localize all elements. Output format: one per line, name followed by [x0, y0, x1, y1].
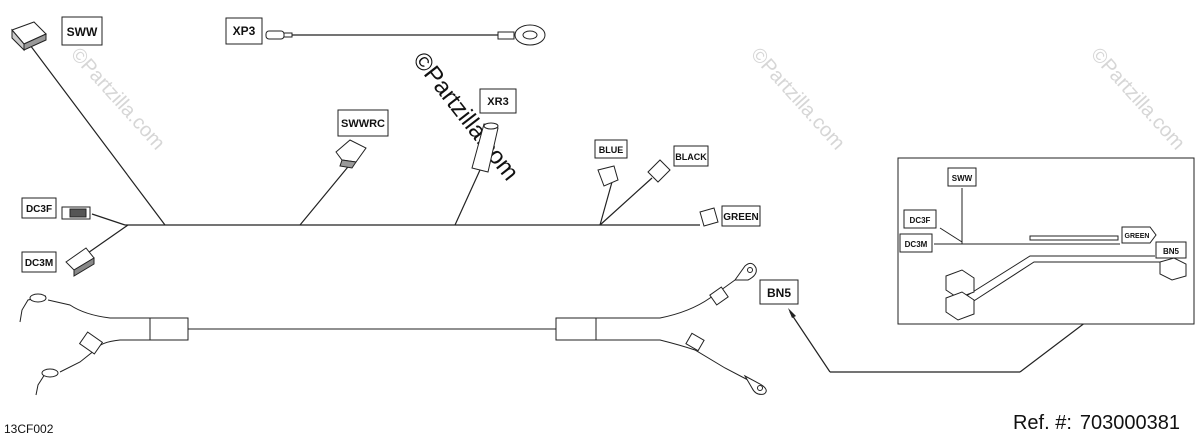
watermarks: ©Partzilla.com ©Partzilla.com ©Partzilla…: [66, 44, 1189, 155]
label-xr3: XR3: [487, 96, 508, 108]
cable-sleeve-right: [555, 317, 597, 341]
watermark-3: ©Partzilla.com: [1086, 44, 1189, 155]
harness-wires: [29, 34, 1161, 373]
swwrc-connector-icon: [335, 139, 367, 169]
detail-label-box-sww: [947, 167, 977, 187]
ref-prefix: Ref. #:: [1012, 412, 1072, 434]
label-xp3: XP3: [233, 24, 256, 38]
right-ring-terminal-1: [734, 262, 757, 281]
detail-hex-lower: [945, 291, 975, 321]
drawing-code: 13CF002: [4, 422, 54, 436]
label-swwrc: SWWRC: [341, 118, 385, 130]
sww-connector-icon: [11, 21, 47, 52]
label-black: BLACK: [675, 152, 707, 162]
detail-label-box-dc3m: [899, 233, 933, 253]
swwrc-branch: [299, 161, 353, 226]
right-boot-lower: [685, 332, 705, 352]
label-box-green: [721, 205, 761, 227]
right-ring-terminal-2: [743, 374, 767, 395]
left-ferrule-1: [29, 293, 47, 303]
blue-connector-icon: [597, 165, 619, 187]
label-box-blue: [594, 139, 628, 159]
blue-branch: [599, 181, 613, 226]
detail-label-box-dc3f: [903, 209, 937, 229]
detail-green-wire: [1029, 235, 1119, 241]
bn5-callout-arrowhead: [788, 308, 796, 318]
label-box-dc3m: [21, 251, 57, 273]
detail-label-green: GREEN: [1125, 233, 1150, 240]
watermark-1: ©Partzilla.com: [66, 44, 169, 155]
watermark-2: ©Partzilla.com: [746, 44, 849, 155]
xr3-connector-icon: [471, 122, 499, 173]
sww-branch: [29, 44, 166, 226]
label-dc3m: DC3M: [25, 258, 53, 269]
detail-inset: SWW DC3F DC3M GREEN BN5: [897, 157, 1195, 325]
black-connector-icon: [647, 159, 671, 183]
detail-label-sww: SWW: [952, 174, 973, 183]
dc3m-connector-icon: [65, 247, 95, 277]
ref-number: 703000381: [1079, 412, 1180, 434]
label-box-dc3f: [21, 197, 57, 219]
label-dc3f: DC3F: [26, 204, 52, 215]
connectors: [11, 21, 719, 277]
label-bn5: BN5: [767, 286, 791, 300]
detail-label-dc3f: DC3F: [910, 216, 931, 225]
left-ferrule-2: [41, 368, 59, 378]
watermark-center: ©Partzilla.com: [407, 47, 524, 186]
detail-inset-frame: [897, 157, 1195, 325]
detail-bn5-cable: [959, 255, 1160, 307]
xp3-ring-terminal-icon: [497, 24, 546, 46]
battery-cable: [19, 262, 767, 396]
label-box-black: [673, 145, 709, 167]
dc3f-branch: [91, 213, 126, 226]
right-ring-hole-2: [757, 385, 763, 391]
right-boot-upper: [709, 286, 729, 306]
cable-sleeve-left: [149, 317, 189, 341]
label-boxes: [21, 16, 799, 305]
left-boot: [78, 331, 104, 355]
ref-number-label: Ref. #: 703000381: [1005, 412, 1180, 435]
cable-sheath-right: [556, 279, 749, 381]
label-box-swwrc: [337, 109, 389, 137]
detail-label-dc3m: DC3M: [905, 240, 928, 249]
label-box-bn5: [759, 279, 799, 305]
label-blue: BLUE: [599, 145, 624, 155]
label-box-xp3: [225, 17, 263, 45]
xr3-branch: [454, 169, 481, 226]
green-connector-icon: [699, 207, 719, 227]
detail-hex-upper: [945, 269, 975, 299]
detail-dc3f-wire: [939, 227, 963, 243]
detail-label-box-green: [1121, 226, 1157, 244]
bn5-callout-line: [789, 311, 831, 373]
label-sww: SWW: [67, 25, 98, 39]
label-green: GREEN: [723, 212, 759, 223]
dc3f-connector-icon: [61, 206, 91, 220]
detail-label-bn5: BN5: [1163, 247, 1180, 256]
dc3m-branch: [84, 224, 129, 256]
label-box-sww: [61, 16, 103, 46]
labels: SWW XP3 SWWRC XR3 BLUE BLACK GREEN DC3F …: [25, 24, 791, 300]
black-branch: [599, 177, 653, 226]
detail-label-box-bn5: [1155, 241, 1187, 259]
xp3-pin-icon: [265, 30, 293, 40]
right-ring-hole-1: [747, 267, 753, 273]
label-box-xr3: [479, 88, 517, 114]
